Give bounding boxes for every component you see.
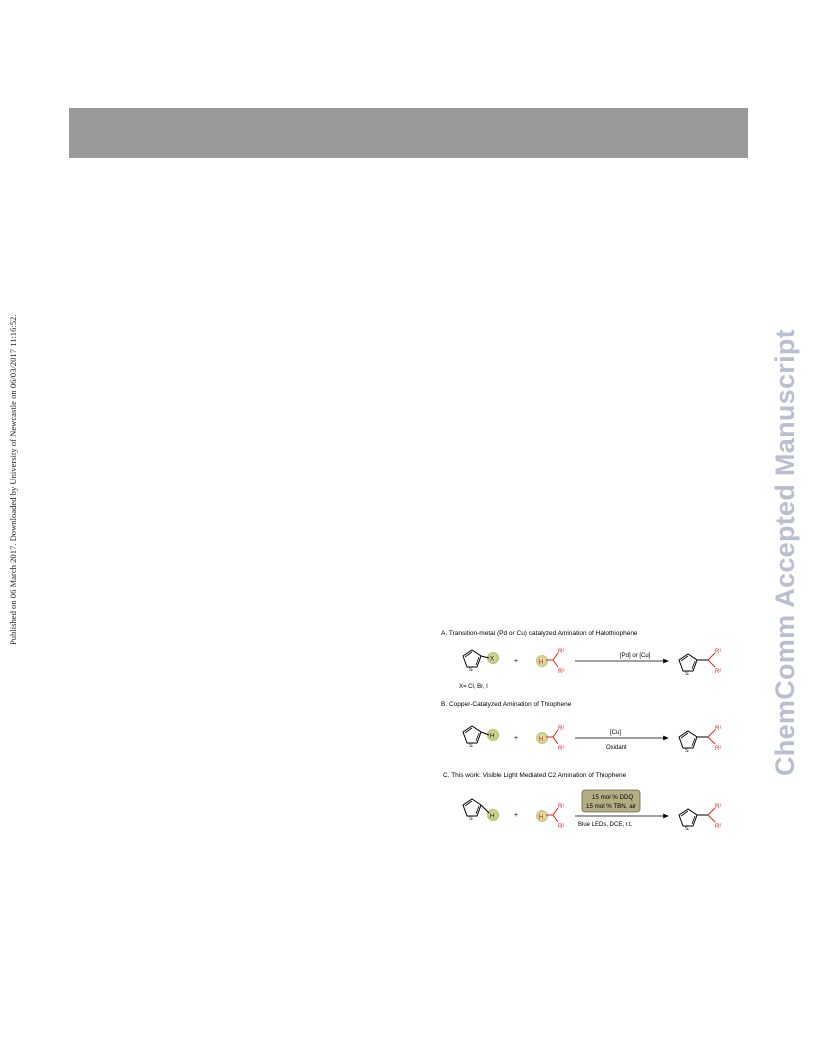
b-h-highlight	[536, 732, 548, 744]
a-h-highlight	[536, 655, 548, 667]
c-plus: +	[514, 812, 518, 819]
b-h-highlight-substrate	[487, 729, 499, 741]
download-note: Published on 06 March 2017. Downloaded b…	[8, 314, 18, 646]
a-x-highlight	[487, 652, 499, 664]
c-reagent-box	[581, 789, 641, 813]
b-prod-sulfur: S	[685, 748, 689, 754]
a-prod-r2: R²	[715, 669, 721, 675]
b-r2: R²	[558, 746, 564, 752]
a-substrate-note: X= Cl, Br, I	[459, 684, 488, 690]
c-h-label: H	[490, 813, 495, 820]
b-h-label: H	[490, 733, 495, 740]
a-reagent: [Pd] or [Cu]	[620, 653, 651, 659]
c-reagent-line2: 15 mol % TBN, air	[586, 803, 636, 810]
c-prod-sulfur: S	[685, 826, 689, 832]
b-hydrogen: H	[539, 736, 544, 743]
c-prod-r2: R²	[715, 824, 721, 830]
c-r1: R¹	[558, 804, 564, 810]
b-prod-r1: R¹	[715, 726, 721, 732]
c-reagent-line1: 15 mol % DDQ	[592, 794, 633, 801]
a-hydrogen: H	[539, 659, 544, 666]
b-reagent-below: Oxidant	[606, 745, 627, 751]
a-plus: +	[514, 658, 518, 665]
a-prod-sulfur: S	[685, 671, 689, 677]
c-h-highlight-substrate	[487, 809, 499, 821]
c-prod-r1: R¹	[715, 804, 721, 810]
b-plus: +	[514, 735, 518, 742]
c-sulfur: S	[469, 816, 473, 822]
c-reagent-below: Blue LEDs, DCE, r.t.	[578, 822, 633, 828]
watermark: ChemComm Accepted Manuscript	[770, 329, 800, 776]
b-prod-r2: R²	[715, 746, 721, 752]
a-r2: R²	[558, 669, 564, 675]
section-c-title: C. This work: Visible Light Mediated C2 …	[443, 772, 627, 779]
section-b-title: B. Copper-Catalyzed Amination of Thiophe…	[441, 701, 572, 708]
c-r2: R²	[558, 824, 564, 830]
a-prod-r1: R¹	[715, 649, 721, 655]
c-h-highlight	[536, 810, 548, 822]
scheme-svg: A. Transition-metal (Pd or Cu) catalyzed…	[441, 630, 721, 832]
a-x-label: X	[490, 656, 495, 663]
b-sulfur: S	[469, 743, 473, 749]
section-a-title: A. Transition-metal (Pd or Cu) catalyzed…	[441, 630, 638, 637]
reaction-scheme: A. Transition-metal (Pd or Cu) catalyzed…	[430, 620, 730, 845]
a-sulfur: S	[469, 667, 473, 673]
c-hydrogen: H	[539, 814, 544, 821]
a-r1: R¹	[558, 649, 564, 655]
side-note: Published on 06 March 2017. Downloaded b…	[8, 235, 20, 646]
b-reagent: [Cu]	[610, 730, 621, 736]
header-bar	[69, 108, 748, 158]
b-r1: R¹	[558, 726, 564, 732]
